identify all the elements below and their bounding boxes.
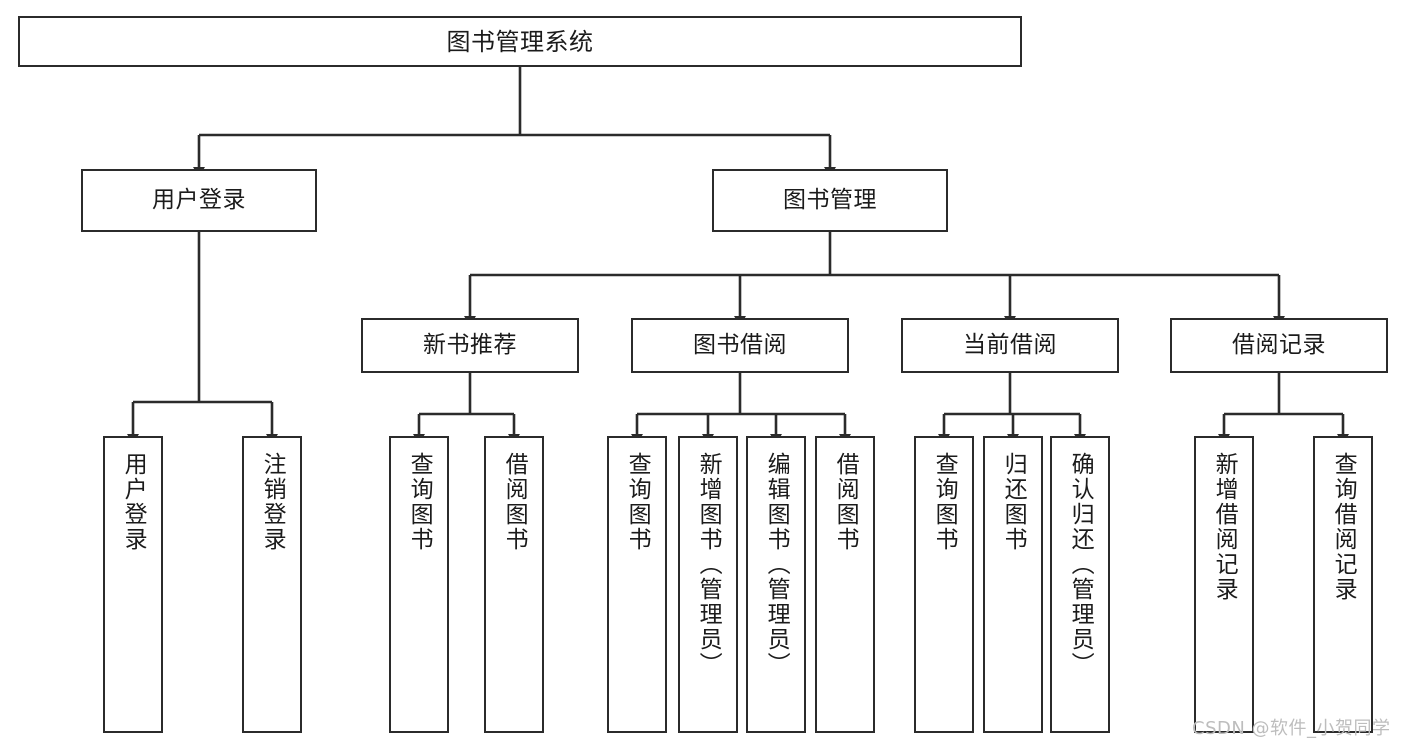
node-leaf-query-record[interactable]: 查询借阅记录 — [1313, 436, 1373, 733]
node-book-borrow[interactable]: 图书借阅 — [631, 318, 849, 373]
node-leaf-query-book-label: 查询图书 — [624, 452, 651, 552]
node-user-login[interactable]: 用户登录 — [81, 169, 317, 232]
node-leaf-borrow-book-label: 借阅图书 — [832, 452, 859, 552]
node-leaf-edit-book[interactable]: 编辑图书（管理员） — [746, 436, 806, 733]
node-leaf-query-book[interactable]: 查询图书 — [607, 436, 667, 733]
node-leaf-query-record-label: 查询借阅记录 — [1330, 452, 1357, 602]
node-leaf-query-book-cur[interactable]: 查询图书 — [914, 436, 974, 733]
node-leaf-borrow-book-rec[interactable]: 借阅图书 — [484, 436, 544, 733]
node-leaf-add-book[interactable]: 新增图书（管理员） — [678, 436, 738, 733]
node-leaf-borrow-book-rec-label: 借阅图书 — [501, 452, 528, 552]
node-leaf-add-book-label: 新增图书（管理员） — [695, 452, 722, 677]
node-book-manage[interactable]: 图书管理 — [712, 169, 948, 232]
watermark: CSDN @软件_小贺同学 — [1192, 718, 1391, 739]
node-leaf-query-book-cur-label: 查询图书 — [931, 452, 958, 552]
node-leaf-confirm-return-label: 确认归还（管理员） — [1067, 452, 1094, 677]
node-current-borrow-label: 当前借阅 — [963, 332, 1057, 358]
node-leaf-user-logout-label: 注销登录 — [259, 452, 286, 552]
node-book-manage-label: 图书管理 — [783, 187, 877, 213]
node-leaf-query-book-rec[interactable]: 查询图书 — [389, 436, 449, 733]
node-book-borrow-label: 图书借阅 — [693, 332, 787, 358]
node-new-book-rec-label: 新书推荐 — [423, 332, 517, 358]
node-leaf-add-record-label: 新增借阅记录 — [1211, 452, 1238, 602]
node-leaf-borrow-book[interactable]: 借阅图书 — [815, 436, 875, 733]
node-root[interactable]: 图书管理系统 — [18, 16, 1022, 67]
node-leaf-add-record[interactable]: 新增借阅记录 — [1194, 436, 1254, 733]
node-leaf-return-book[interactable]: 归还图书 — [983, 436, 1043, 733]
node-leaf-user-login-label: 用户登录 — [120, 452, 147, 552]
node-leaf-query-book-rec-label: 查询图书 — [406, 452, 433, 552]
node-leaf-user-logout[interactable]: 注销登录 — [242, 436, 302, 733]
node-user-login-label: 用户登录 — [152, 187, 246, 213]
node-leaf-edit-book-label: 编辑图书（管理员） — [763, 452, 790, 677]
node-current-borrow[interactable]: 当前借阅 — [901, 318, 1119, 373]
node-new-book-rec[interactable]: 新书推荐 — [361, 318, 579, 373]
node-leaf-confirm-return[interactable]: 确认归还（管理员） — [1050, 436, 1110, 733]
node-borrow-record[interactable]: 借阅记录 — [1170, 318, 1388, 373]
node-root-label: 图书管理系统 — [446, 27, 594, 56]
node-leaf-return-book-label: 归还图书 — [1000, 452, 1027, 552]
node-leaf-user-login[interactable]: 用户登录 — [103, 436, 163, 733]
node-borrow-record-label: 借阅记录 — [1232, 332, 1326, 358]
